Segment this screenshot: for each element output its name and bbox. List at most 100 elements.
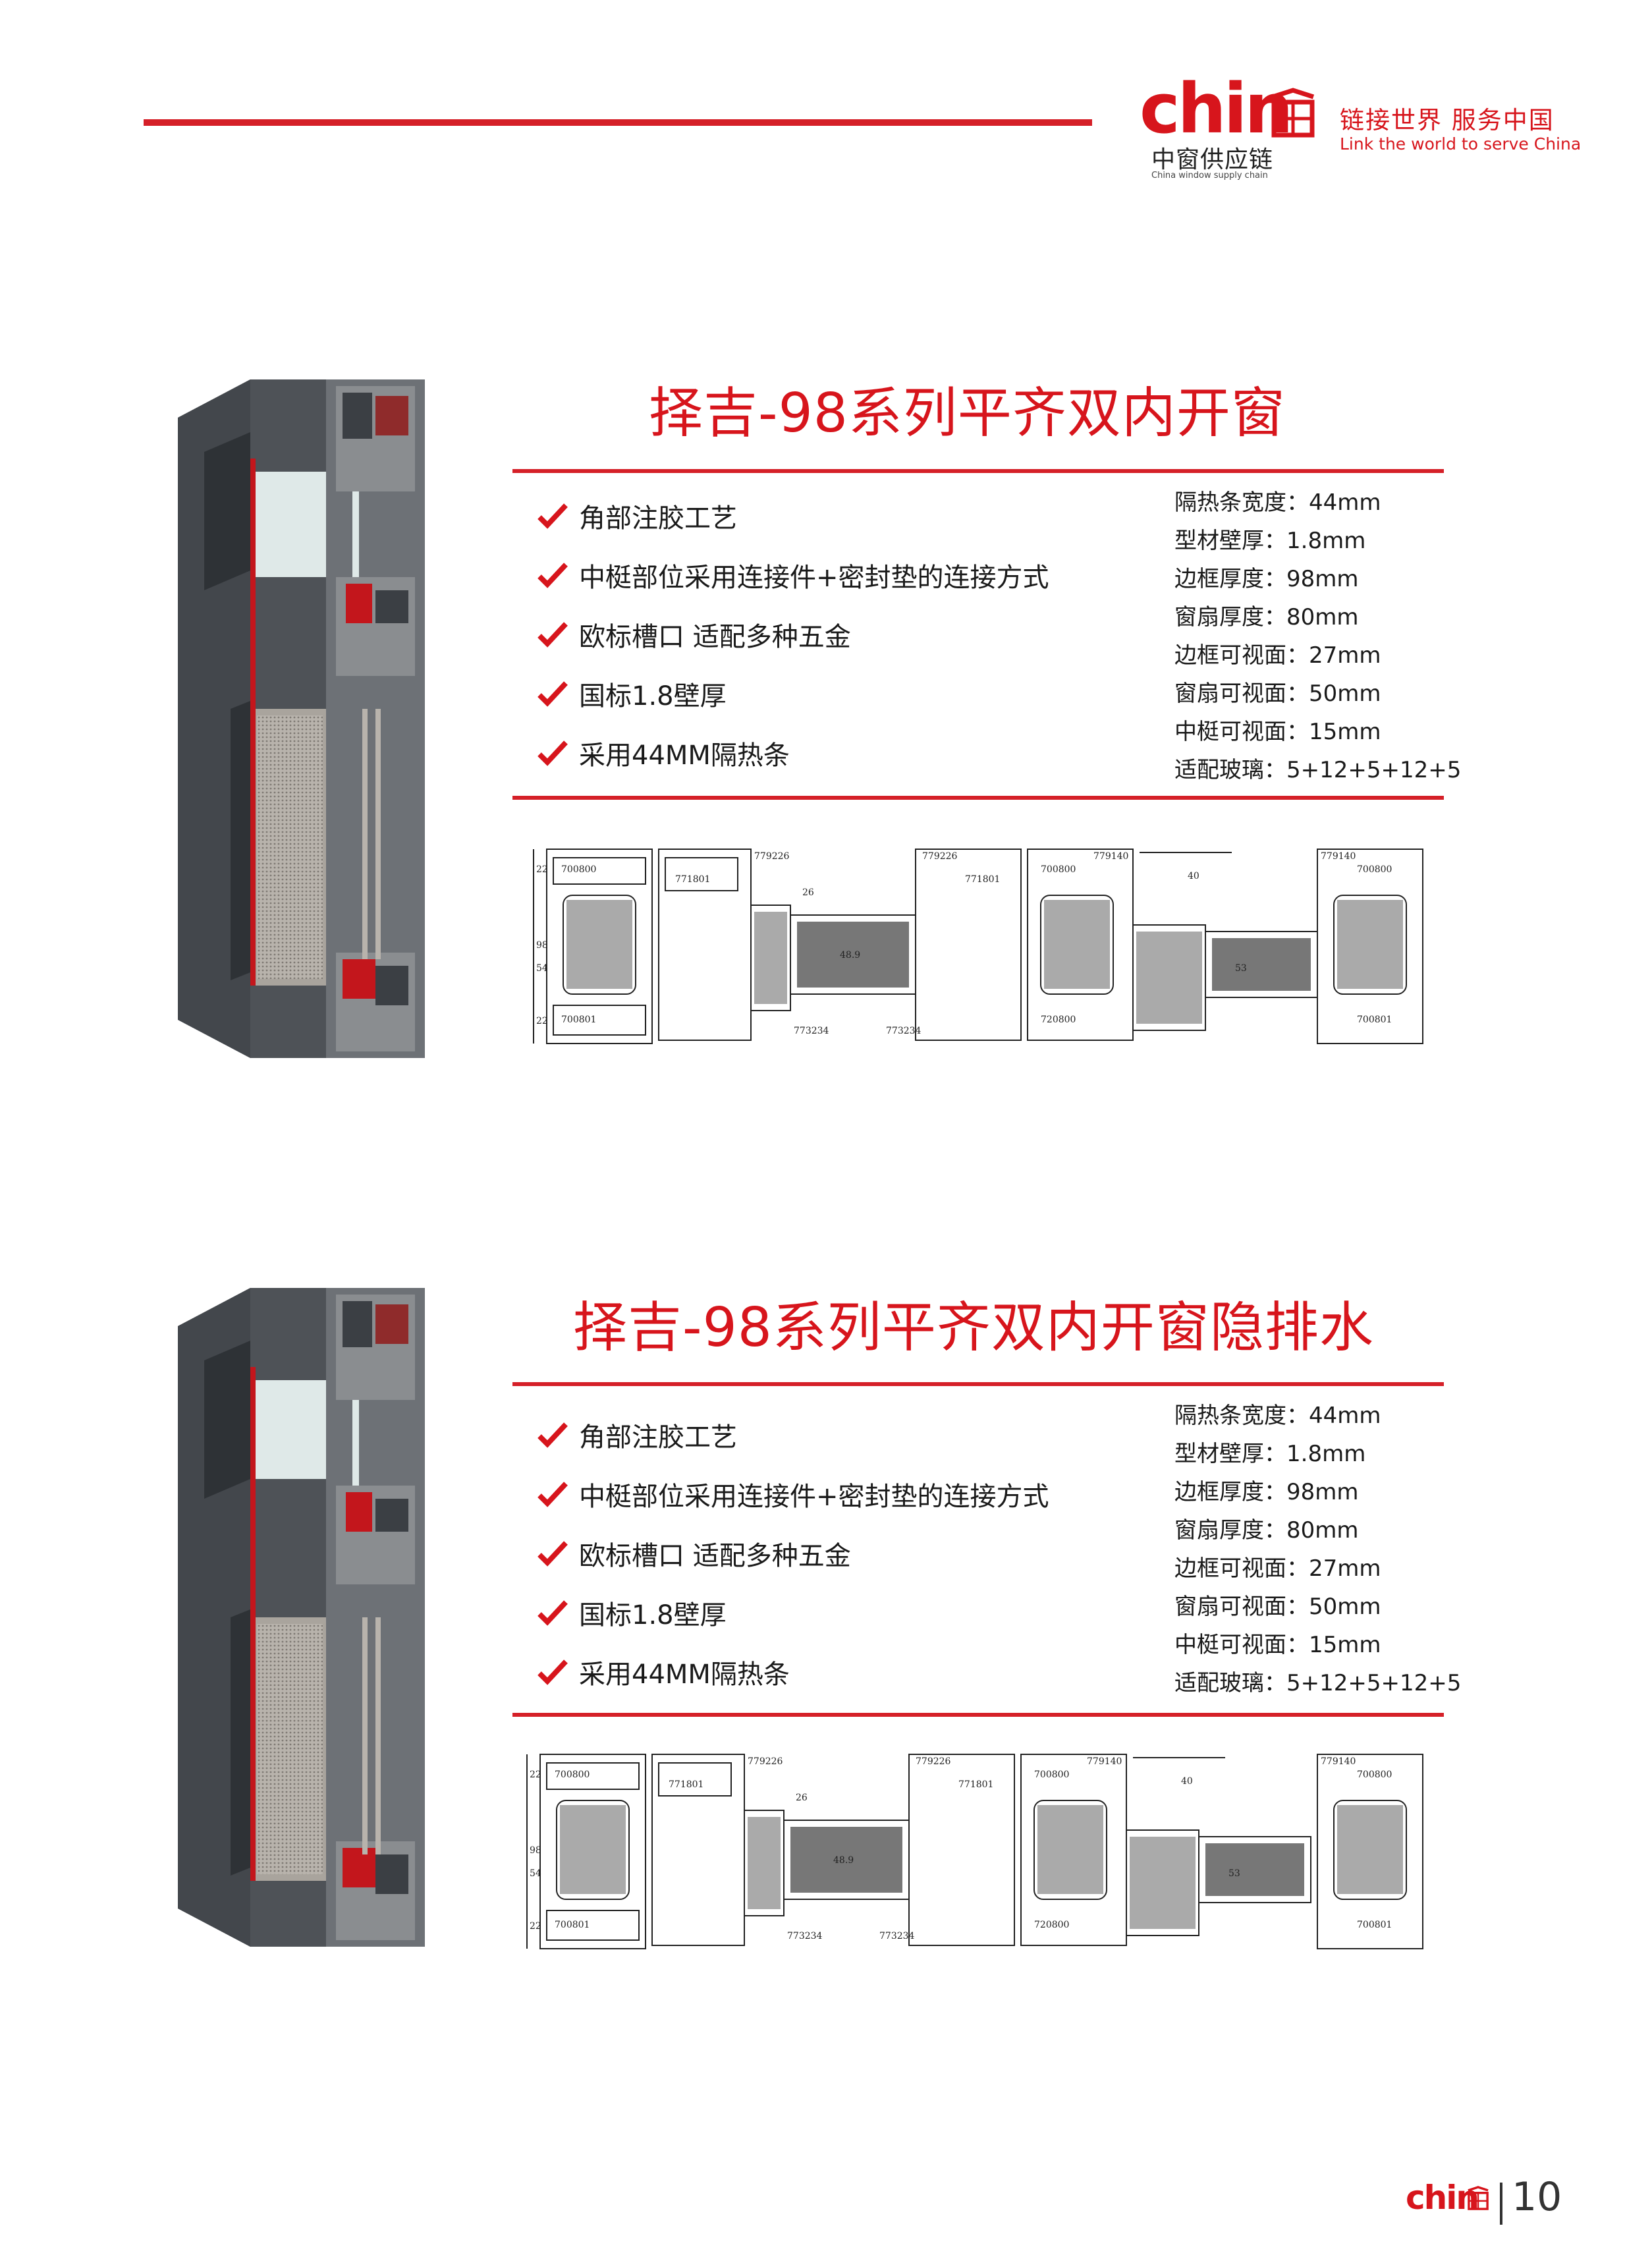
- spec-list: 隔热条宽度：44mm 型材壁厚：1.8mm 边框厚度：98mm 窗扇厚度：80m…: [1174, 484, 1461, 789]
- drawing-label: 700800: [1357, 1769, 1392, 1780]
- drawing-label: 700801: [1357, 1015, 1392, 1025]
- spec-item: 窗扇可视面：50mm: [1174, 681, 1381, 707]
- drawing-label: 22: [536, 864, 548, 875]
- drawing-label: 22: [530, 1769, 541, 1780]
- drawing-label: 26: [796, 1793, 808, 1803]
- spec-item: 中梃可视面：15mm: [1174, 719, 1381, 745]
- check-icon: [537, 1482, 568, 1507]
- list-item: 中梃部位采用连接件+密封垫的连接方式: [537, 545, 1049, 605]
- drawing-label: 98: [530, 1845, 541, 1856]
- list-item: 采用44MM隔热条: [537, 1642, 1049, 1702]
- drawing-label: 53: [1235, 963, 1247, 974]
- drawing-label: 720800: [1041, 1015, 1076, 1025]
- list-item: 国标1.8壁厚: [537, 1583, 1049, 1642]
- window-glyph-icon: [1468, 2186, 1489, 2210]
- section-bottom-rule: [512, 796, 1444, 800]
- section-top-rule: [512, 469, 1444, 473]
- check-icon: [537, 1600, 568, 1626]
- section-top-rule: [512, 1382, 1444, 1386]
- spec-item: 窗扇厚度：80mm: [1174, 1517, 1359, 1544]
- spec-item: 适配玻璃：5+12+5+12+5: [1174, 757, 1462, 783]
- drawing-label: 779226: [922, 851, 958, 862]
- spec-item: 中梃可视面：15mm: [1174, 1632, 1381, 1658]
- drawing-label: 700801: [555, 1920, 590, 1930]
- footer-logo-word: chin: [1406, 2179, 1479, 2217]
- list-item: 采用44MM隔热条: [537, 723, 1049, 783]
- section-cad-drawing: 700800 771801 779226 779226 771801 70080…: [533, 849, 1423, 1044]
- drawing-label: 53: [1228, 1868, 1240, 1879]
- slogan-english: Link the world to serve China: [1340, 134, 1582, 153]
- drawing-label: 771801: [675, 874, 710, 885]
- list-item: 欧标槽口 适配多种五金: [537, 605, 1049, 664]
- spec-item: 窗扇厚度：80mm: [1174, 604, 1359, 630]
- window-glyph-icon: [1271, 88, 1315, 138]
- spec-item: 隔热条宽度：44mm: [1174, 1403, 1381, 1429]
- list-item: 中梃部位采用连接件+密封垫的连接方式: [537, 1464, 1049, 1524]
- list-item: 角部注胶工艺: [537, 486, 1049, 545]
- drawing-label: 773234: [886, 1026, 922, 1036]
- drawing-label: 700801: [561, 1015, 596, 1025]
- list-item: 欧标槽口 适配多种五金: [537, 1524, 1049, 1583]
- drawing-label: 26: [802, 887, 814, 898]
- spec-item: 型材壁厚：1.8mm: [1174, 1441, 1366, 1467]
- drawing-label: 771801: [669, 1779, 703, 1790]
- drawing-label: 700800: [561, 864, 596, 875]
- drawing-label: 771801: [965, 874, 1000, 885]
- spec-item: 边框可视面：27mm: [1174, 1555, 1381, 1582]
- feature-list: 角部注胶工艺 中梃部位采用连接件+密封垫的连接方式 欧标槽口 适配多种五金 国标…: [537, 1405, 1049, 1702]
- check-icon: [537, 1422, 568, 1448]
- header-rule: [144, 119, 1092, 126]
- footer-divider: [1500, 2183, 1502, 2225]
- logo-word: chin: [1140, 69, 1293, 149]
- brand-logo: chin 中窗供应链 China window supply chain: [1140, 69, 1317, 181]
- drawing-label: 700800: [1357, 864, 1392, 875]
- spec-item: 边框厚度：98mm: [1174, 1479, 1359, 1505]
- logo-chinese-name: 中窗供应链: [1151, 146, 1274, 173]
- drawing-label: 779140: [1321, 851, 1356, 862]
- check-icon: [537, 1541, 568, 1567]
- drawing-label: 779226: [916, 1756, 951, 1767]
- list-item: 国标1.8壁厚: [537, 664, 1049, 723]
- drawing-label: 779226: [754, 851, 790, 862]
- section-title: 择吉-98系列平齐双内开窗: [649, 382, 1286, 445]
- spec-item: 型材壁厚：1.8mm: [1174, 528, 1366, 554]
- drawing-label: 700801: [1357, 1920, 1392, 1930]
- check-icon: [537, 740, 568, 766]
- drawing-label: 779140: [1093, 851, 1128, 862]
- spec-item: 隔热条宽度：44mm: [1174, 489, 1381, 516]
- drawing-label: 54: [536, 963, 548, 974]
- check-icon: [537, 563, 568, 588]
- drawing-label: 22: [530, 1921, 541, 1932]
- drawing-label: 40: [1188, 871, 1199, 881]
- page-number: 10: [1512, 2174, 1562, 2220]
- spec-list: 隔热条宽度：44mm 型材壁厚：1.8mm 边框厚度：98mm 窗扇厚度：80m…: [1174, 1397, 1461, 1702]
- drawing-label: 773234: [794, 1026, 829, 1036]
- footer-logo: chin: [1406, 2178, 1491, 2237]
- drawing-label: 40: [1181, 1776, 1193, 1787]
- spec-item: 窗扇可视面：50mm: [1174, 1594, 1381, 1620]
- window-profile-illustration: [178, 379, 425, 1058]
- drawing-label: 779140: [1321, 1756, 1356, 1767]
- logo-english-name: China window supply chain: [1151, 171, 1268, 181]
- spec-item: 边框厚度：98mm: [1174, 566, 1359, 592]
- drawing-label: 48.9: [833, 1855, 854, 1866]
- drawing-label: 779140: [1087, 1756, 1122, 1767]
- feature-list: 角部注胶工艺 中梃部位采用连接件+密封垫的连接方式 欧标槽口 适配多种五金 国标…: [537, 486, 1049, 783]
- check-icon: [537, 622, 568, 648]
- drawing-label: 773234: [787, 1931, 823, 1941]
- drawing-label: 98: [536, 940, 548, 951]
- slogan-chinese: 链接世界 服务中国: [1340, 106, 1555, 134]
- drawing-label: 700800: [1034, 1769, 1069, 1780]
- check-icon: [537, 1659, 568, 1685]
- section-bottom-rule: [512, 1713, 1444, 1717]
- spec-item: 适配玻璃：5+12+5+12+5: [1174, 1670, 1462, 1696]
- drawing-label: 773234: [879, 1931, 915, 1941]
- check-icon: [537, 503, 568, 529]
- spec-item: 边框可视面：27mm: [1174, 642, 1381, 669]
- drawing-label: 700800: [555, 1769, 590, 1780]
- drawing-label: 700800: [1041, 864, 1076, 875]
- list-item: 角部注胶工艺: [537, 1405, 1049, 1464]
- drawing-label: 22: [536, 1016, 548, 1026]
- drawing-label: 54: [530, 1868, 541, 1879]
- drawing-label: 720800: [1034, 1920, 1069, 1930]
